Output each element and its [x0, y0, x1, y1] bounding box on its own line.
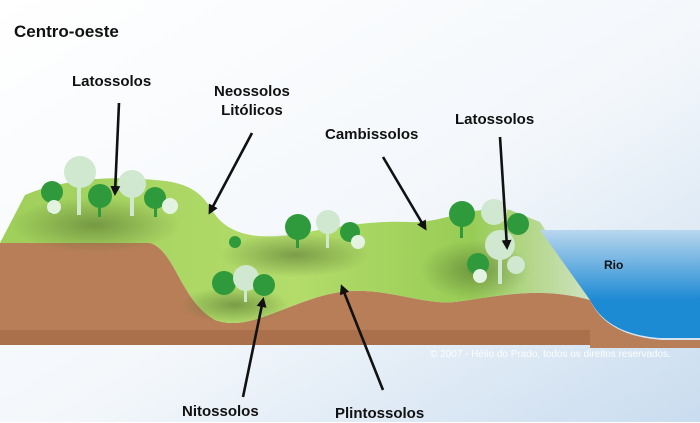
arrow-neossolos — [208, 132, 254, 215]
label-nitossolos: Nitossolos — [182, 403, 259, 420]
arrow-plintossolos — [339, 284, 385, 391]
arrow-cambissolos — [381, 156, 427, 231]
soil-base — [0, 330, 590, 345]
arrow-nitossolos — [241, 297, 267, 398]
label-rio: Rio — [604, 258, 624, 272]
river-bank — [590, 300, 700, 348]
label-neossolos-line1: Neossolos — [214, 83, 290, 100]
arrow-latossolos-left — [110, 102, 121, 196]
trees-middle — [229, 210, 365, 249]
label-neossolos-line2: Litólicos — [221, 102, 283, 119]
trees-bottom — [212, 265, 275, 302]
shade-mid — [220, 233, 370, 277]
river-cut — [590, 300, 700, 338]
diagram-title: Centro-oeste — [14, 22, 119, 41]
label-neossolos-litolicos: Neossolos Litólicos — [214, 82, 290, 120]
label-cambissolos: Cambissolos — [325, 126, 419, 143]
arrow-latossolos-right — [498, 136, 512, 250]
label-latossolos-left: Latossolos — [72, 73, 152, 90]
shade-bottom — [180, 287, 290, 323]
pointer-arrows — [110, 102, 512, 398]
copyright-credit: © 2007 - Hélio do Prado, todos os direit… — [430, 349, 671, 360]
label-latossolos-right: Latossolos — [455, 111, 535, 128]
trees-left — [41, 156, 178, 217]
soil-front — [0, 243, 590, 345]
river-top — [540, 230, 700, 300]
label-plintossolos: Plintossolos — [335, 405, 425, 422]
